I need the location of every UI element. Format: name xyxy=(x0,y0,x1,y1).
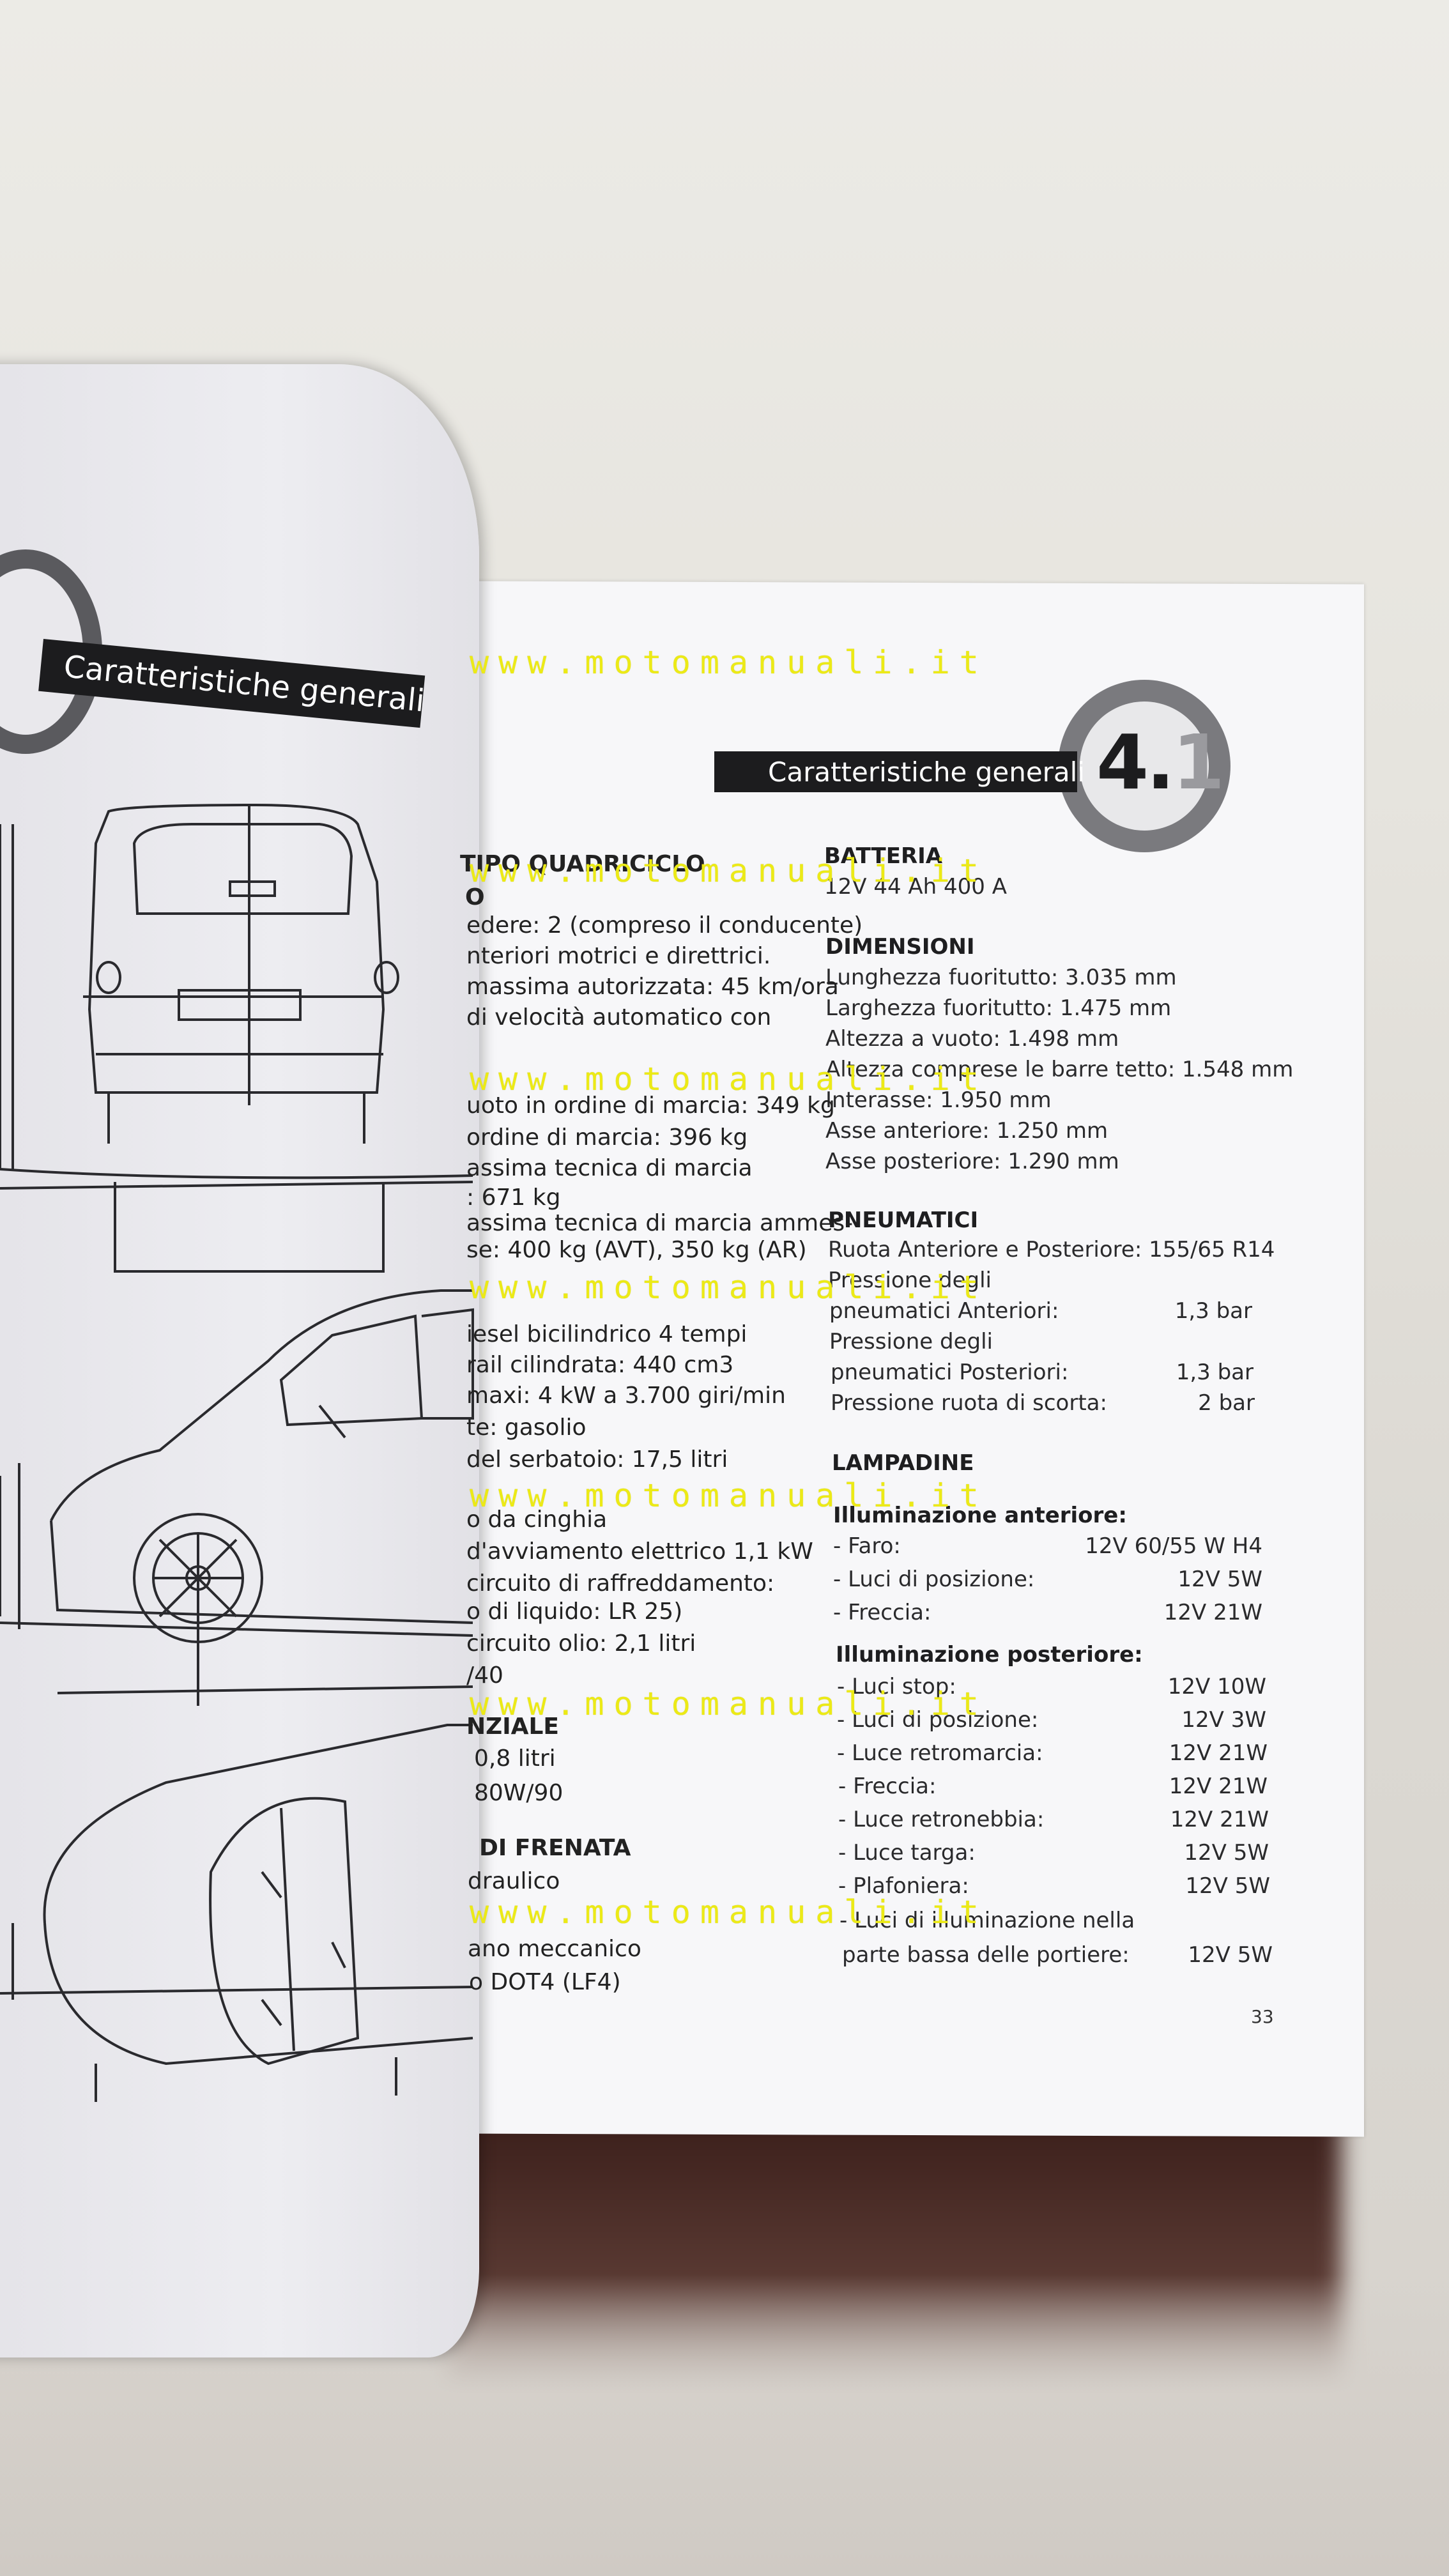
lampadina-value: 12V 10W xyxy=(1167,1674,1266,1699)
batteria-title: BATTERIA xyxy=(824,843,943,869)
portiere-line: parte bassa delle portiere: xyxy=(842,1942,1130,1968)
left-text-line: del serbatoio: 17,5 litri xyxy=(466,1446,728,1473)
left-text-line: o da cinghia xyxy=(466,1506,608,1533)
lampadina-value: 12V 5W xyxy=(1184,1840,1269,1866)
left-text-line: O xyxy=(465,884,485,910)
right-header-title: Caratteristiche generali xyxy=(768,756,1085,788)
left-text-line: /40 xyxy=(466,1662,503,1689)
illuminazione-anteriore-title: Illuminazione anteriore: xyxy=(833,1503,1127,1528)
left-text-line: maxi: 4 kW a 3.700 giri/min xyxy=(466,1383,786,1409)
lampadina-label: - Luce retromarcia: xyxy=(837,1740,1043,1766)
lampadina-label: - Luci di posizione: xyxy=(833,1567,1035,1592)
left-text-line: circuito di raffreddamento: xyxy=(466,1570,775,1597)
illuminazione-posteriore-title: Illuminazione posteriore: xyxy=(836,1642,1143,1667)
left-section-title: DI FRENATA xyxy=(479,1835,631,1861)
dimensioni-row: Asse anteriore: 1.250 mm xyxy=(825,1118,1108,1144)
left-text-line: ordine di marcia: 396 kg xyxy=(466,1124,748,1151)
watermark: www.motomanuali.it xyxy=(470,852,988,889)
watermark: www.motomanuali.it xyxy=(470,644,988,681)
portiere-value: 12V 5W xyxy=(1188,1942,1273,1968)
lampadina-value: 12V 21W xyxy=(1170,1807,1269,1832)
right-header-banner: Caratteristiche generali xyxy=(714,751,1085,792)
section-badge xyxy=(1080,702,1209,831)
pneumatici-line: Ruota Anteriore e Posteriore: 155/65 R14 xyxy=(828,1237,1275,1262)
batteria-value: 12V 44 Ah 400 A xyxy=(824,874,1007,900)
dimensioni-title: DIMENSIONI xyxy=(825,934,975,960)
left-text-line: assima tecnica di marcia xyxy=(466,1155,753,1181)
lampadina-value: 12V 5W xyxy=(1177,1567,1262,1592)
lampadina-value: 12V 60/55 W H4 xyxy=(1085,1533,1262,1559)
lampadine-title: LAMPADINE xyxy=(832,1450,974,1476)
left-text-line: di velocità automatico con xyxy=(466,1004,772,1031)
left-section-title: NZIALE xyxy=(466,1713,560,1740)
left-text-line: assima tecnica di marcia ammes- xyxy=(466,1210,854,1236)
left-text-line: o di liquido: LR 25) xyxy=(466,1598,683,1625)
rear-view-drawing xyxy=(0,803,473,1273)
watermark: www.motomanuali.it xyxy=(470,1061,988,1098)
left-text-line: d'avviamento elettrico 1,1 kW xyxy=(466,1538,813,1565)
lampadina-value: 12V 5W xyxy=(1185,1873,1270,1899)
lampadina-value: 12V 3W xyxy=(1181,1707,1266,1733)
lampadina-value: 12V 21W xyxy=(1163,1600,1262,1625)
lampadina-label: - Luci stop: xyxy=(837,1674,956,1699)
lampadina-label: - Luce retronebbia: xyxy=(838,1807,1045,1832)
vehicle-drawings xyxy=(0,803,474,2102)
watermark: www.motomanuali.it xyxy=(470,1269,988,1306)
dimensioni-row: Altezza comprese le barre tetto: 1.548 m… xyxy=(825,1057,1294,1082)
dimensioni-row: Interasse: 1.950 mm xyxy=(825,1087,1052,1113)
side-view-drawing xyxy=(0,1289,474,1706)
left-text-line: 0,8 litri xyxy=(474,1745,556,1772)
dimensioni-row: Lunghezza fuoritutto: 3.035 mm xyxy=(825,965,1177,990)
watermark: www.motomanuali.it xyxy=(470,1894,988,1931)
lampadina-label: - Faro: xyxy=(833,1533,901,1559)
left-text-line: iesel bicilindrico 4 tempi xyxy=(466,1321,747,1347)
left-text-line: te: gasolio xyxy=(466,1414,586,1441)
left-text-line: nteriori motrici e direttrici. xyxy=(466,943,771,969)
left-text-line: uoto in ordine di marcia: 349 kg xyxy=(466,1092,835,1119)
lampadina-label: - Freccia: xyxy=(833,1600,931,1625)
pneumatici-title: PNEUMATICI xyxy=(828,1208,979,1233)
pneumatici-value: 1,3 bar xyxy=(1174,1298,1252,1324)
left-text-line: o DOT4 (LF4) xyxy=(469,1969,621,1995)
pneumatici-label: pneumatici Anteriori: xyxy=(829,1298,1059,1324)
lampadina-value: 12V 21W xyxy=(1169,1740,1268,1766)
left-text-line: edere: 2 (compreso il conducente) xyxy=(466,912,863,939)
section-number: 4.1 xyxy=(1096,718,1225,806)
lampadina-value: 12V 21W xyxy=(1169,1774,1268,1799)
pneumatici-label: Pressione degli xyxy=(828,1268,992,1293)
watermark: www.motomanuali.it xyxy=(470,1477,988,1514)
left-text-line: ano meccanico xyxy=(468,1936,641,1962)
portiere-line: - Luci di illuminazione nella xyxy=(839,1908,1135,1933)
left-text-line: circuito olio: 2,1 litri xyxy=(466,1630,696,1657)
left-text-line: TIPO QUADRICICLO xyxy=(460,851,705,877)
dimensioni-row: Asse posteriore: 1.290 mm xyxy=(825,1149,1119,1174)
watermark: www.motomanuali.it xyxy=(470,1685,988,1722)
left-text-line: rail cilindrata: 440 cm3 xyxy=(466,1352,734,1378)
dimensioni-row: Larghezza fuoritutto: 1.475 mm xyxy=(825,995,1172,1021)
left-text-line: se: 400 kg (AVT), 350 kg (AR) xyxy=(466,1237,807,1263)
left-text-line: : 671 kg xyxy=(466,1184,561,1211)
top-view-drawing xyxy=(0,1724,473,2102)
left-text-line: draulico xyxy=(468,1868,560,1894)
dimensioni-row: Altezza a vuoto: 1.498 mm xyxy=(825,1026,1119,1052)
pneumatici-value: 1,3 bar xyxy=(1176,1360,1254,1385)
lampadina-label: - Luce targa: xyxy=(838,1840,976,1866)
pneumatici-label: pneumatici Posteriori: xyxy=(831,1360,1069,1385)
pneumatici-label: Pressione degli xyxy=(829,1329,993,1354)
page-number: 33 xyxy=(1251,2006,1274,2027)
pneumatici-value: 2 bar xyxy=(1198,1390,1255,1416)
lampadina-label: - Freccia: xyxy=(838,1774,937,1799)
left-text-line: 80W/90 xyxy=(474,1780,564,1806)
lampadina-label: - Luci di posizione: xyxy=(837,1707,1039,1733)
lampadina-label: - Plafoniera: xyxy=(838,1873,969,1899)
left-text-line: massima autorizzata: 45 km/ora xyxy=(466,974,839,1000)
pneumatici-label: Pressione ruota di scorta: xyxy=(831,1390,1107,1416)
